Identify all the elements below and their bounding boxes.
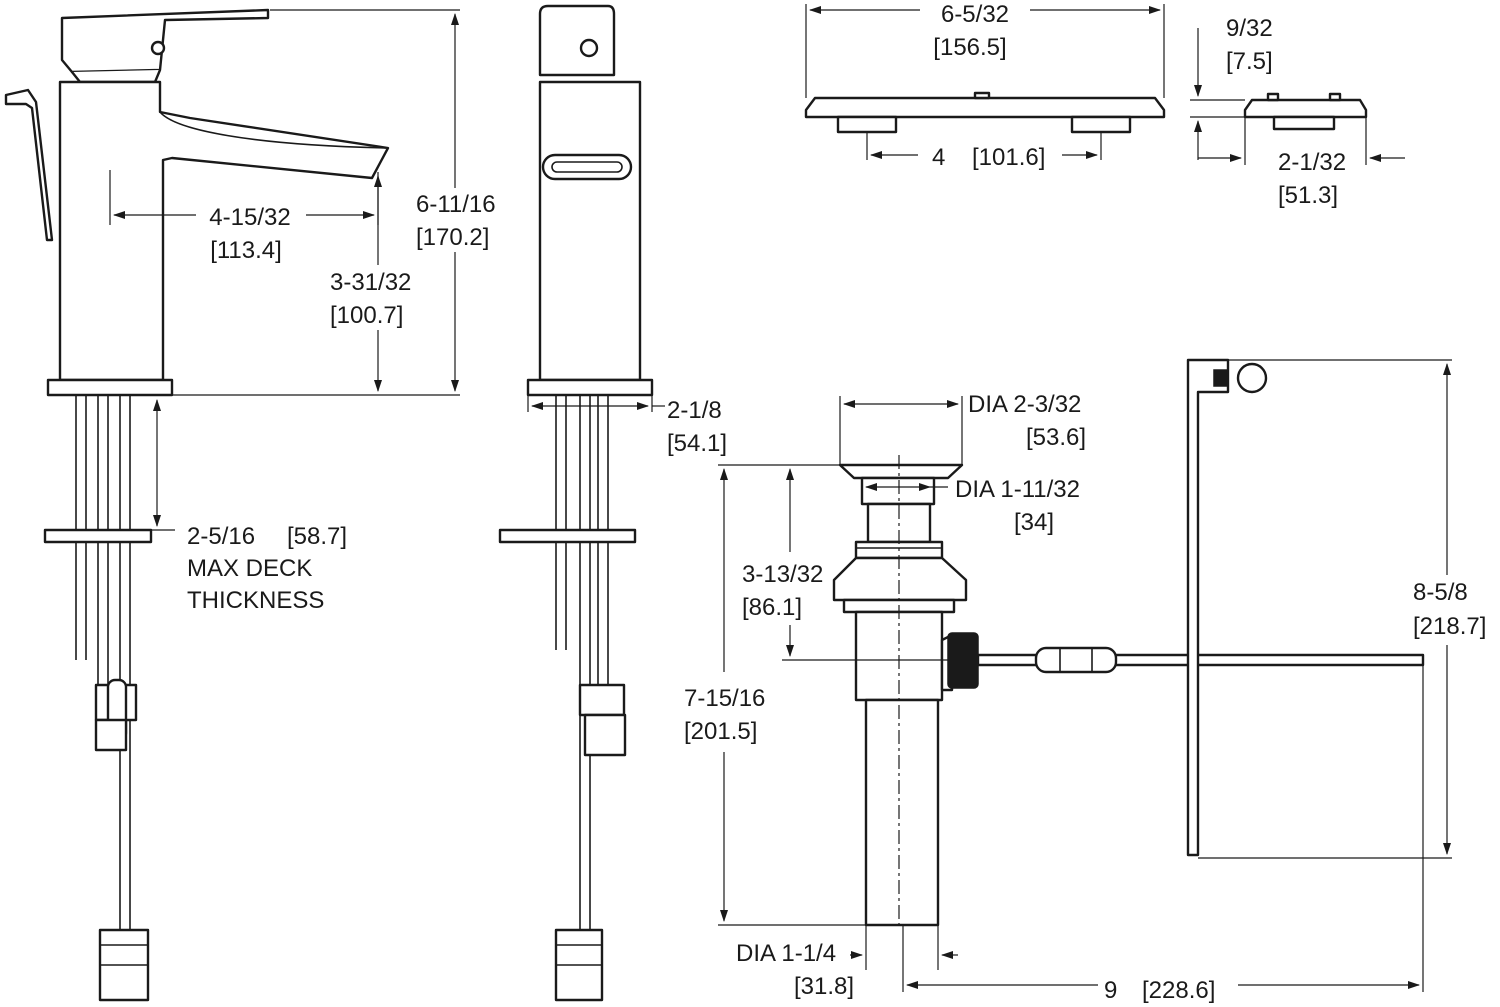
dim-max-deck-note: MAX DECK — [187, 555, 312, 582]
dim-rod-length-imperial: 9 — [1104, 977, 1117, 1004]
mounting-plate-side — [43, 528, 153, 544]
drain-nut — [832, 556, 968, 602]
front-base — [526, 378, 654, 397]
faucet-front-view — [498, 4, 654, 1002]
dimension-lines — [109, 4, 1452, 992]
dim-tailpiece-metric: [31.8] — [794, 973, 854, 1000]
front-handle — [538, 4, 616, 77]
pivot-rod — [976, 653, 1425, 667]
dim-drain-flange-imperial: DIA 2-3/32 — [968, 391, 1081, 418]
dim-plate-thickness-imperial: 9/32 — [1226, 15, 1273, 42]
deck-plate-small — [1243, 98, 1368, 119]
supply-lines-front — [554, 395, 627, 1002]
drain-stopper — [860, 476, 936, 506]
pop-up-drain — [832, 358, 1425, 927]
dim-spout-reach-metric: [113.4] — [210, 237, 282, 264]
dim-max-deck-metric: [58.7] — [287, 523, 347, 550]
front-body — [538, 80, 642, 382]
dim-overall-height-metric: [170.2] — [416, 224, 489, 251]
dim-drain-flange-metric: [53.6] — [1026, 424, 1086, 451]
dim-overall-height-imperial: 6-11/16 — [416, 191, 496, 218]
dim-drain-stopper-imperial: DIA 1-11/32 — [955, 476, 1080, 503]
dim-plate-centers-imperial: 4 — [932, 144, 945, 171]
deck-plate-top — [804, 91, 1166, 134]
dim-plate-thickness-metric: [7.5] — [1226, 48, 1273, 75]
faucet-base — [46, 378, 174, 397]
dim-plate-centers-metric: [101.6] — [972, 144, 1045, 171]
dim-base-width-imperial: 2-1/8 — [667, 397, 722, 424]
pop-up-lift-rod — [4, 88, 54, 242]
dim-max-deck-imperial: 2-5/16 — [187, 523, 255, 550]
dim-plate-width-imperial: 2-1/32 — [1278, 149, 1346, 176]
dim-plate-length-metric: [156.5] — [933, 34, 1006, 61]
mounting-plate-front — [498, 528, 637, 544]
faucet-side-view — [4, 8, 390, 1002]
deck-plate — [804, 96, 1166, 119]
dim-lift-rod-metric: [218.7] — [1413, 613, 1486, 640]
dim-base-width-metric: [54.1] — [667, 430, 727, 457]
faucet-handle — [60, 8, 270, 74]
supply-lines-side — [75, 395, 150, 1002]
dim-max-deck-note-2: THICKNESS — [187, 587, 324, 614]
deck-plate-side — [1243, 92, 1368, 131]
dim-spout-height-metric: [100.7] — [330, 302, 403, 329]
dimension-labels: 4-15/32 [113.4] 6-11/16 [170.2] 3-31/32 … — [187, 1, 1486, 1004]
dim-spout-height-imperial: 3-31/32 — [330, 269, 411, 296]
dim-plate-width-metric: [51.3] — [1278, 182, 1338, 209]
faucet-handle-collar — [71, 69, 162, 84]
faucet-body — [58, 80, 390, 382]
dim-spout-reach-imperial: 4-15/32 — [209, 204, 290, 231]
dim-drain-overall-metric: [201.5] — [684, 718, 757, 745]
dim-drain-overall-imperial: 7-15/16 — [684, 685, 765, 712]
dim-drain-stopper-metric: [34] — [1014, 509, 1054, 536]
dim-drain-upper-metric: [86.1] — [742, 594, 802, 621]
dim-plate-length-imperial: 6-5/32 — [941, 1, 1009, 28]
extension-strap — [1186, 358, 1230, 857]
front-aerator — [541, 153, 633, 181]
drain-flange — [838, 463, 964, 480]
dim-tailpiece-imperial: DIA 1-1/4 — [736, 940, 836, 967]
drain-tailpiece — [864, 698, 940, 927]
dim-lift-rod-imperial: 8-5/8 — [1413, 579, 1468, 606]
rod-clip — [1034, 646, 1118, 674]
dim-rod-length-metric: [228.6] — [1142, 977, 1215, 1004]
dim-drain-upper-imperial: 3-13/32 — [742, 561, 823, 588]
